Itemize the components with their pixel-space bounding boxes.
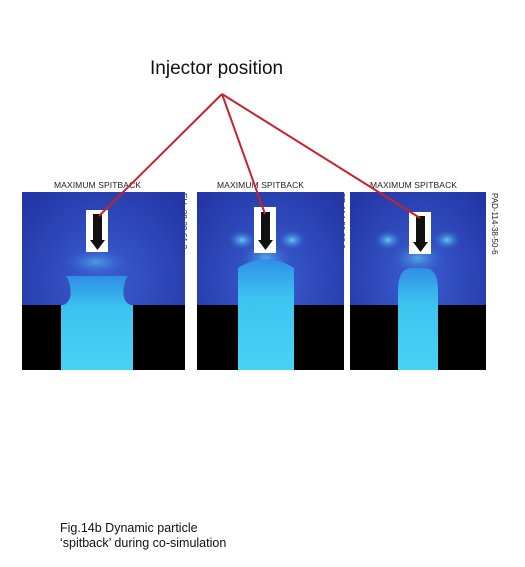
callout-line-1 <box>98 93 223 217</box>
caption-line-2: ‘spitback’ during co-simulation <box>60 536 227 550</box>
injector-icon <box>86 210 108 252</box>
injector-icon <box>409 212 431 254</box>
figure-caption: Fig.14b Dynamic particle ‘spitback’ duri… <box>60 521 226 551</box>
panel-3-simulation <box>350 192 486 370</box>
panel-2-plume <box>238 259 294 370</box>
panel-1-title: MAXIMUM SPITBACK <box>54 180 142 190</box>
callout-line-3 <box>221 93 421 219</box>
injector-position-label: Injector position <box>150 58 284 79</box>
callout-line-2 <box>221 93 266 215</box>
panel-2-title: MAXIMUM SPITBACK <box>217 180 305 190</box>
panel-1-plume <box>61 276 133 370</box>
panel-3-plume <box>398 268 438 370</box>
caption-line-1: Fig.14b Dynamic particle <box>60 521 198 535</box>
callout-lines <box>98 93 421 219</box>
panel-3-title: MAXIMUM SPITBACK <box>370 180 458 190</box>
injector-icon <box>254 207 276 253</box>
